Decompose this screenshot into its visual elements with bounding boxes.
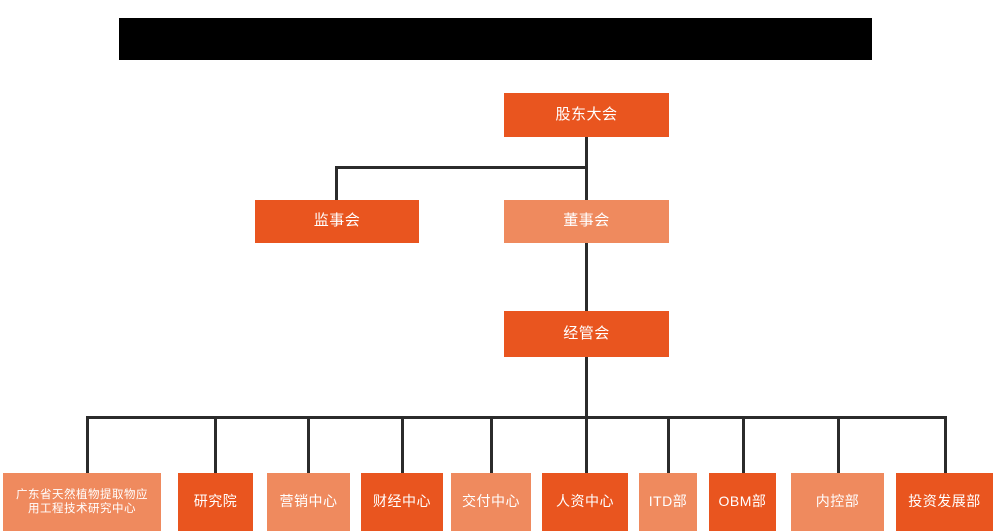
connector-stem-dept-07 xyxy=(667,416,670,473)
node-shareholders-meeting[interactable]: 股东大会 xyxy=(504,93,669,137)
node-board-of-directors[interactable]: 董事会 xyxy=(504,200,669,243)
node-dept-guangdong-research-center[interactable]: 广东省天然植物提取物应 用工程技术研究中心 xyxy=(3,473,161,531)
connector-stem-dept-05 xyxy=(490,416,493,473)
node-dept-internal-control[interactable]: 内控部 xyxy=(791,473,884,531)
connector-supervisors-down xyxy=(335,166,338,200)
node-dept-finance-center[interactable]: 财经中心 xyxy=(361,473,443,531)
connector-stem-dept-01 xyxy=(86,416,89,473)
node-dept-obm[interactable]: OBM部 xyxy=(709,473,776,531)
connector-directors-management xyxy=(585,243,588,311)
node-dept-guangdong-research-center-line1: 广东省天然植物提取物应 xyxy=(16,488,148,501)
connector-stem-dept-03 xyxy=(307,416,310,473)
node-dept-delivery-center[interactable]: 交付中心 xyxy=(451,473,531,531)
connector-shareholders-down xyxy=(585,137,588,168)
connector-stem-dept-04 xyxy=(401,416,404,473)
connector-level2-horizontal xyxy=(335,166,588,169)
node-dept-guangdong-research-center-line2: 用工程技术研究中心 xyxy=(28,503,136,515)
node-dept-itd[interactable]: ITD部 xyxy=(639,473,697,531)
node-dept-marketing-center[interactable]: 营销中心 xyxy=(267,473,350,531)
connector-stem-dept-08 xyxy=(742,416,745,473)
node-board-of-supervisors[interactable]: 监事会 xyxy=(255,200,419,243)
connector-departments-horizontal xyxy=(86,416,945,419)
connector-stem-dept-06 xyxy=(585,416,588,473)
connector-management-down xyxy=(585,357,588,417)
node-dept-hr-center[interactable]: 人资中心 xyxy=(542,473,628,531)
connector-stem-dept-10 xyxy=(944,416,947,473)
connector-stem-dept-09 xyxy=(837,416,840,473)
connector-directors-down xyxy=(585,166,588,200)
redacted-title-banner xyxy=(119,18,872,60)
node-management-committee[interactable]: 经管会 xyxy=(504,311,669,357)
connector-stem-dept-02 xyxy=(214,416,217,473)
node-dept-investment-development[interactable]: 投资发展部 xyxy=(896,473,993,531)
node-dept-research-institute[interactable]: 研究院 xyxy=(178,473,253,531)
